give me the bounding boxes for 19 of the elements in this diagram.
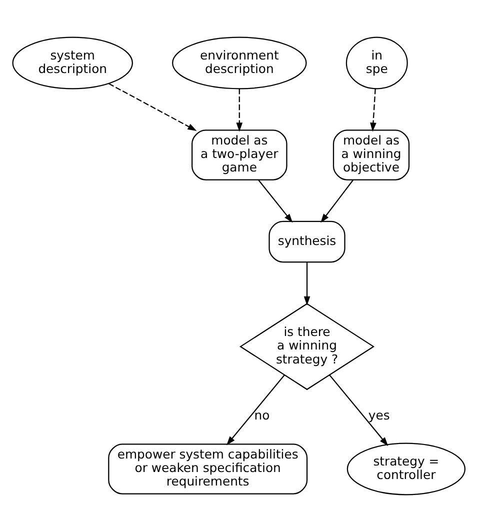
arrow <box>329 374 388 446</box>
node-box: synthesis <box>268 220 346 262</box>
edge-label: yes <box>368 407 390 422</box>
node-ellipse: system description <box>12 36 133 89</box>
arrow <box>304 262 310 305</box>
arrow <box>320 179 354 222</box>
arrow <box>108 82 197 130</box>
arrow <box>258 179 293 222</box>
node-diamond: is there a winning strategy ? <box>239 302 375 390</box>
node-ellipse: environment description <box>172 36 307 89</box>
node-box: model as a two-player game <box>192 129 288 180</box>
arrow <box>226 374 285 445</box>
arrow <box>236 88 243 132</box>
node-ellipse: in spe <box>346 36 408 89</box>
arrow <box>370 88 376 132</box>
edge-label: no <box>254 407 270 422</box>
node-box: empower system capabilities or weaken specification requirements <box>108 443 308 494</box>
node-ellipse: strategy = controller <box>346 442 466 495</box>
node-box: model as a winning objective <box>332 129 410 180</box>
